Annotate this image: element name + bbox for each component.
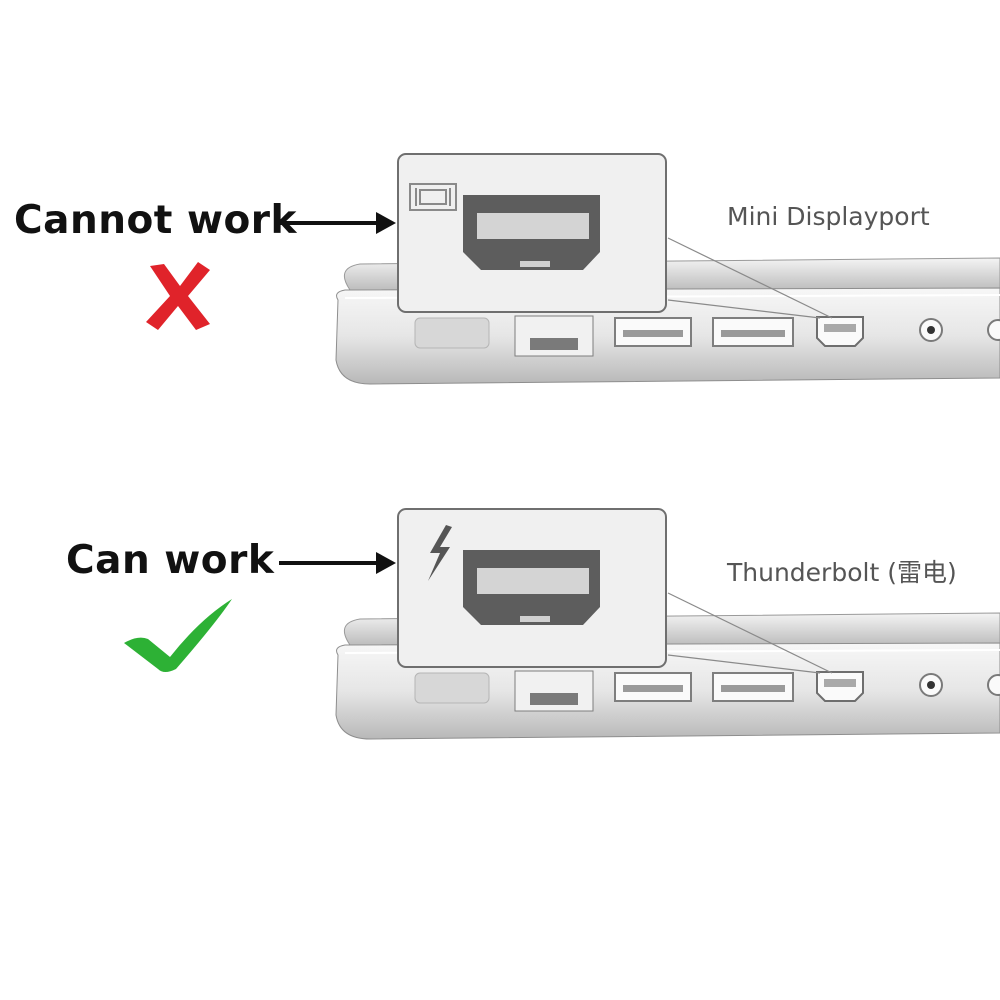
cannot-work-label: Cannot work: [14, 198, 297, 243]
cross-icon: [146, 262, 210, 330]
laptop-side-illustration: [279, 508, 1000, 740]
can-work-label: Can work: [66, 538, 275, 583]
mini-displayport-panel: Cannot work Mini Displayport: [0, 140, 1000, 470]
thunderbolt-panel: Can work Thunderbolt (雷电): [0, 495, 1000, 825]
laptop-side-illustration: [279, 153, 1000, 385]
displayport-icon: [409, 183, 457, 211]
check-icon: [124, 599, 232, 672]
thunderbolt-icon: [428, 525, 452, 581]
mini-displayport-label: Mini Displayport: [727, 202, 930, 231]
thunderbolt-label: Thunderbolt (雷电): [727, 558, 957, 587]
